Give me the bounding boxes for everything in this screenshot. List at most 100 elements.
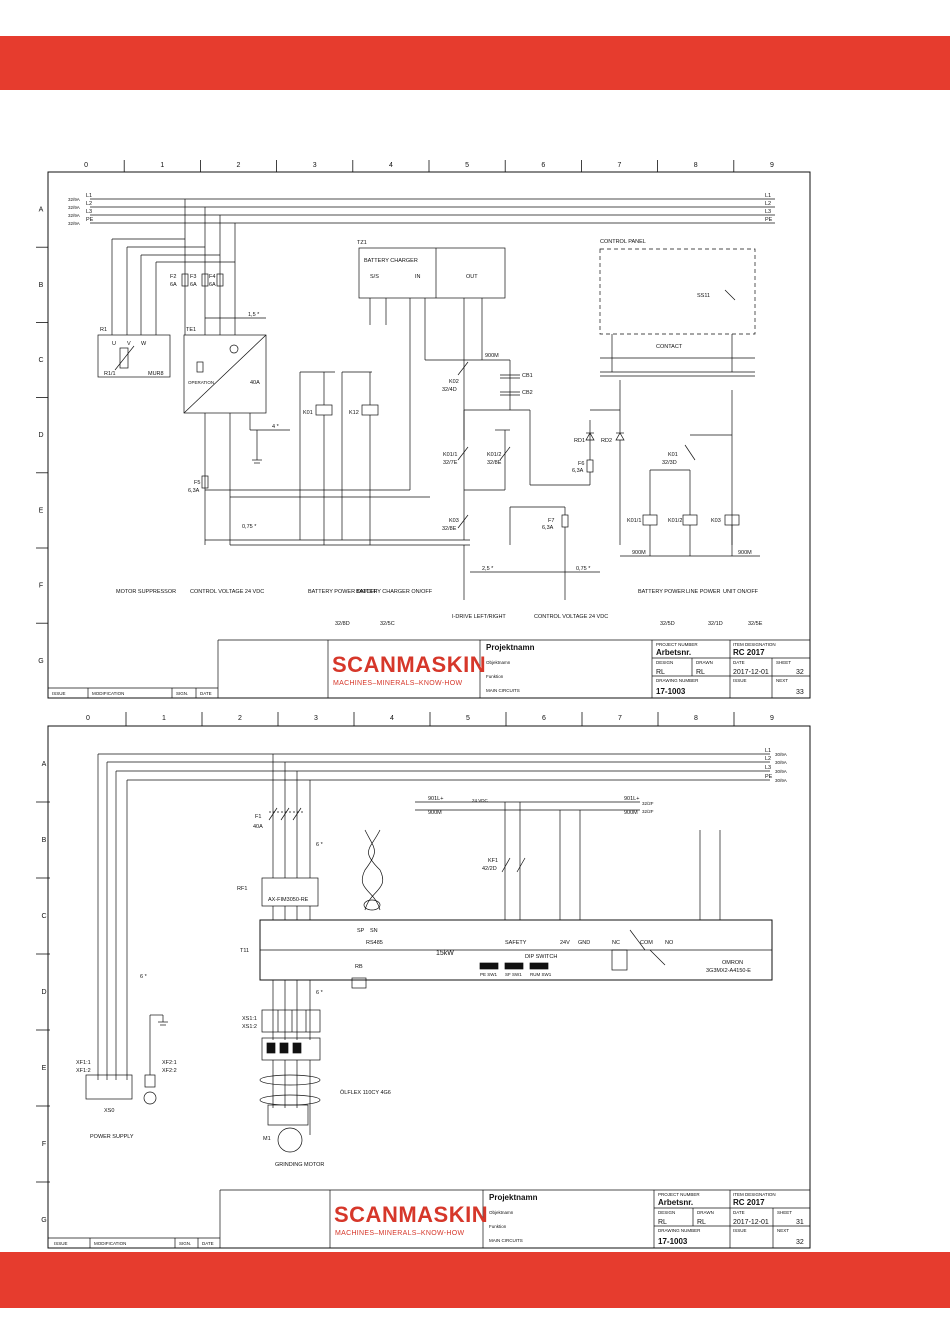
te1-label: TE1 xyxy=(186,327,196,333)
ss11-label: SS11 xyxy=(697,293,710,299)
s1-phase-l3-right: L3 xyxy=(765,209,771,215)
sheet-1-row-letter: C xyxy=(38,357,43,364)
s2-wire-901-right: 901L+ xyxy=(624,796,639,802)
k03-ref: 32/8E xyxy=(442,526,457,532)
tb2-item-designation-label: ITEM DESIGNATION xyxy=(733,1192,776,1197)
tb2-drawing-number: 17-1003 xyxy=(658,1237,688,1246)
k01-coil xyxy=(315,404,333,416)
xs0-box xyxy=(85,1074,133,1100)
r1-label: R1 xyxy=(100,327,107,333)
tb2-funktion: Funktion xyxy=(489,1224,507,1229)
f4-6a: 6A xyxy=(209,282,216,288)
battery-charger-box xyxy=(358,247,506,299)
control-panel-label: CONTROL PANEL xyxy=(600,239,646,245)
f2-label: F2 xyxy=(170,274,176,280)
k12-label: K12 xyxy=(349,410,359,416)
omron-label: OMRON xyxy=(722,960,743,966)
k03-label: K03 xyxy=(449,518,459,524)
rf1-box xyxy=(261,877,319,907)
tb1-date: DATE xyxy=(200,691,212,696)
sheet-2-row-letter: F xyxy=(42,1141,46,1148)
tb1-main-circuits: MAIN CIRCUITS xyxy=(486,688,520,693)
tb1-item-designation: RC 2017 xyxy=(733,648,765,657)
sheet-1-row-letter: E xyxy=(39,507,44,514)
s2-wire-900-ref: 32/2F xyxy=(642,809,654,814)
tb1-next-label: NEXT xyxy=(776,678,788,683)
scanmaskin-logo: SCANMASKIN xyxy=(332,652,486,677)
sp-label: SP xyxy=(357,928,365,934)
r1-u-label: U xyxy=(112,341,116,347)
fn-control-voltage: CONTROL VOLTAGE 24 VDC xyxy=(190,589,264,595)
tb2-drawn: RL xyxy=(697,1219,706,1226)
s1-phase-pe-right: PE xyxy=(765,217,773,223)
tb1-item-designation-label: ITEM DESIGNATION xyxy=(733,642,776,647)
ss-label: S/S xyxy=(370,274,379,280)
motor-m1 xyxy=(277,1127,303,1153)
gnd-label: GND xyxy=(578,940,590,946)
rs485-label: RS485 xyxy=(366,940,383,946)
sheet-1-column-number: 3 xyxy=(313,162,317,169)
sn-label: SN xyxy=(370,928,378,934)
sheet-1-column-number: 8 xyxy=(694,162,698,169)
tb1-funktion: Funktion xyxy=(486,674,504,679)
tb2-date: DATE xyxy=(202,1241,214,1246)
tb2-projektnamn: Projektnamn xyxy=(489,1193,538,1202)
k011-ref: 32/7E xyxy=(443,460,458,466)
k01b-ref: 32/3D xyxy=(662,460,677,466)
s1-phase-ref: 32/9A xyxy=(68,197,80,202)
k012-ref: 32/8E xyxy=(487,460,502,466)
bottom-red-band xyxy=(0,1252,950,1308)
f7-value: 6,3A xyxy=(542,525,554,531)
tb2-sheet-label: SHEET xyxy=(777,1210,792,1215)
sheet-2-row-letter: C xyxy=(41,913,46,920)
scanmaskin-tagline-2: MACHINES–MINERALS–KNOW-HOW xyxy=(335,1230,465,1237)
xf21-label: XF2:1 xyxy=(162,1060,177,1066)
rd1-label: RD1 xyxy=(574,438,585,444)
scanmaskin-tagline: MACHINES–MINERALS–KNOW-HOW xyxy=(333,680,463,687)
f5-label: F5 xyxy=(194,480,200,486)
s2-phase-ref: 30/9A xyxy=(775,752,787,757)
tb1-next: 33 xyxy=(796,689,804,696)
s2-wire-900-right: 900M xyxy=(624,810,638,816)
sheet-1-column-number: 5 xyxy=(465,162,469,169)
f4-label: F4 xyxy=(209,274,215,280)
tb1-objektnamn: Objektnamn xyxy=(486,660,511,665)
tb2-next: 32 xyxy=(796,1239,804,1246)
plug-box xyxy=(261,1037,321,1061)
k03b-label: K03 xyxy=(711,518,721,524)
tb2-design: RL xyxy=(658,1219,667,1226)
fn-motor-suppressor: MOTOR SUPPRESSOR xyxy=(116,589,176,595)
f5-value: 6,3A xyxy=(188,488,200,494)
sheet-1-column-number: 7 xyxy=(618,162,622,169)
tb2-issue: ISSUE xyxy=(54,1241,68,1246)
t11-kw: 15kW xyxy=(436,950,454,957)
wire-1-5: 1,5 * xyxy=(248,312,260,318)
tb1-sheet-label: SHEET xyxy=(776,660,791,665)
te1-40a: 40A xyxy=(250,380,260,386)
s2-wire-900: 900M xyxy=(428,810,442,816)
tb2-issue-label: ISSUE xyxy=(733,1228,747,1233)
fn-i-drive: I-DRIVE LEFT/RIGHT xyxy=(452,614,506,620)
xref: 32/5C xyxy=(380,621,395,627)
s2-phase-ref: 30/9A xyxy=(775,760,787,765)
rd2-label: RD2 xyxy=(601,438,612,444)
control-panel-box xyxy=(599,248,756,335)
wire-0-75-a: 0,75 * xyxy=(242,524,257,530)
f1-label: F1 xyxy=(255,814,261,820)
tb2-drawing-number-label: DRAWING NUMBER xyxy=(658,1228,701,1233)
tb1-project-number-label: PROJECT NUMBER xyxy=(656,642,698,647)
sheet-2-column-number: 3 xyxy=(314,715,318,722)
tb1-drawing-number: 17-1003 xyxy=(656,687,686,696)
rf1-label: RF1 xyxy=(237,886,247,892)
f1-value: 40A xyxy=(253,824,263,830)
s1-phase-l1-left: L1 xyxy=(86,193,92,199)
schematic-sheet-2 xyxy=(47,725,811,1249)
sheet-1-row-letter: D xyxy=(38,432,43,439)
f2-6a: 6A xyxy=(170,282,177,288)
tb1-issue: ISSUE xyxy=(52,691,66,696)
sheet-1-labels: L1 L2 L3 PE 32/9A 32/9A 32/9A 32/9A L1 L… xyxy=(68,193,773,627)
nc-label: NC xyxy=(612,940,620,946)
sheet-1-column-number: 4 xyxy=(389,162,393,169)
cb1-label: CB1 xyxy=(522,373,533,379)
xs0-label: XS0 xyxy=(104,1108,114,1114)
